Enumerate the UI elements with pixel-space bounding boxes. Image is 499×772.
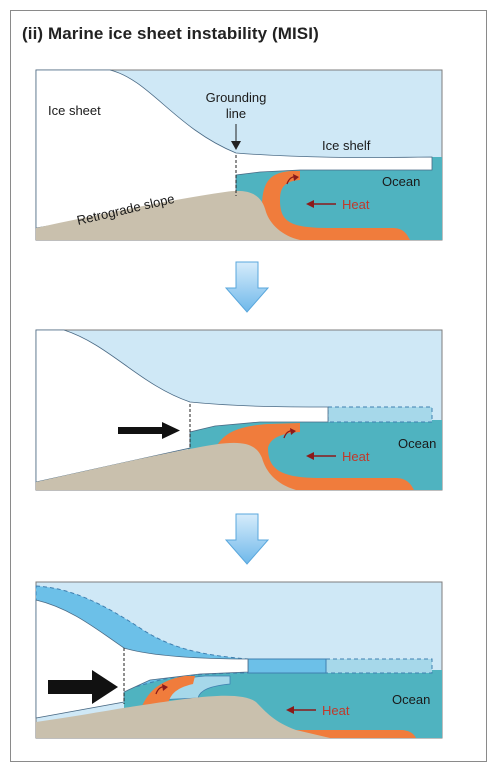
heat-arrowhead bbox=[306, 200, 314, 208]
ice-sheet-label: Ice sheet bbox=[48, 103, 101, 118]
bedrock bbox=[36, 190, 300, 240]
retreat-arrowhead bbox=[92, 670, 118, 704]
grounding-line-label-2: line bbox=[226, 106, 246, 121]
bedrock bbox=[36, 442, 296, 490]
retreat-arrow-shaft bbox=[48, 680, 94, 694]
ice-sheet bbox=[35, 329, 329, 483]
former-ice-shelf bbox=[327, 406, 433, 423]
grounding-line-arrowhead bbox=[231, 141, 241, 150]
panel-stage-3: Ocean Heat bbox=[35, 581, 443, 739]
panel-stage-1: Ice sheet Grounding line Ice shelf Ocean… bbox=[35, 69, 443, 241]
heat-label: Heat bbox=[322, 703, 350, 718]
retreat-arrow-shaft bbox=[118, 427, 164, 434]
step-down-arrow-1 bbox=[224, 261, 270, 313]
ice-shelf-label: Ice shelf bbox=[322, 138, 371, 153]
ocean-label: Ocean bbox=[382, 174, 420, 189]
heat-label: Heat bbox=[342, 197, 370, 212]
retreat-arrowhead bbox=[162, 422, 180, 439]
former-ice-shelf-inner bbox=[247, 658, 327, 674]
panel-stage-2: Ocean Heat bbox=[35, 329, 443, 491]
ocean-label: Ocean bbox=[392, 692, 430, 707]
step-down-arrow-2 bbox=[224, 513, 270, 565]
ocean-label: Ocean bbox=[398, 436, 436, 451]
bedrock bbox=[36, 695, 330, 738]
ice-sheet bbox=[35, 69, 433, 229]
figure-title: (ii) Marine ice sheet instability (MISI) bbox=[22, 24, 319, 43]
heat-label: Heat bbox=[342, 449, 370, 464]
former-ice-shelf-outer bbox=[325, 658, 433, 674]
grounding-line-label-1: Grounding bbox=[206, 90, 267, 105]
